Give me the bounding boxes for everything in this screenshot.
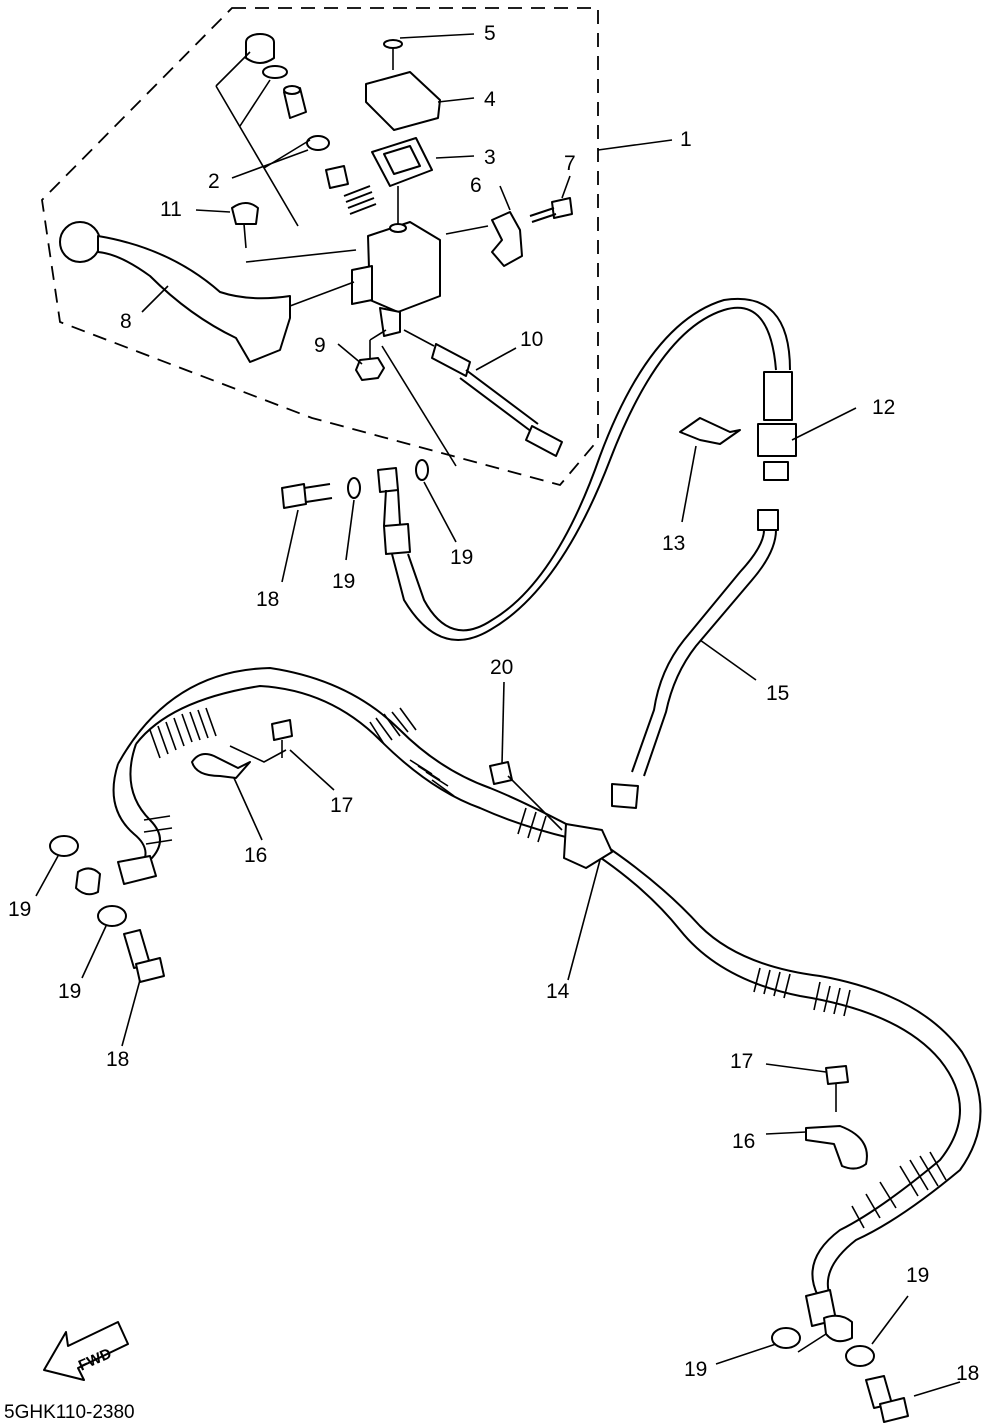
washer-lower-left-1 — [49, 835, 79, 857]
banjo-bolt-upper — [281, 483, 333, 509]
callout-1: 1 — [680, 128, 692, 151]
callout-11: 11 — [160, 198, 182, 221]
upper-brake-hose — [391, 306, 777, 641]
callout-15: 15 — [766, 682, 789, 705]
callout-18-lower-left: 18 — [106, 1048, 129, 1071]
main-brake-hose — [135, 684, 961, 1297]
hose-sleeves — [143, 707, 947, 1229]
callout-17-left: 17 — [330, 794, 353, 817]
bolt-7 — [529, 197, 573, 223]
bolt-17-left — [271, 719, 293, 758]
callout-5: 5 — [484, 22, 496, 45]
master-cylinder-body — [351, 186, 441, 337]
callout-2: 2 — [208, 170, 220, 193]
bolt-17-right — [825, 1065, 849, 1112]
callout-19-upper-right: 19 — [450, 546, 473, 569]
brake-lever — [59, 221, 355, 363]
callout-18-lower-right: 18 — [956, 1362, 979, 1385]
piston-kit — [215, 33, 377, 227]
bolt-20 — [489, 761, 563, 831]
callout-16-right: 16 — [732, 1130, 755, 1153]
callout-13: 13 — [662, 532, 685, 555]
callout-12: 12 — [872, 396, 895, 419]
banjo-bolt-lower-left — [123, 929, 165, 983]
drawing-code: 5GHK110-2380 — [4, 1402, 135, 1423]
callout-14: 14 — [546, 980, 570, 1003]
clip-16-left — [191, 753, 251, 779]
lower-left-fitting — [75, 855, 157, 896]
washer-lower-right-2 — [845, 1345, 875, 1367]
washer-upper-right — [415, 459, 429, 481]
callout-19-lower-right-1: 19 — [684, 1358, 707, 1381]
washer-lower-right-1 — [771, 1327, 801, 1349]
nut-9 — [355, 357, 385, 381]
callout-3: 3 — [484, 146, 496, 169]
leader-lines — [35, 33, 961, 1397]
callout-19-upper-left: 19 — [332, 570, 355, 593]
fwd-arrow: FWD — [43, 1321, 129, 1381]
callout-8: 8 — [120, 310, 132, 333]
brake-pipe — [611, 509, 779, 809]
clip-16-right — [805, 1125, 868, 1170]
upper-hose-fitting — [377, 467, 411, 555]
callout-7: 7 — [564, 152, 576, 175]
clip-13 — [679, 417, 741, 445]
assembly-boundary — [41, 7, 599, 487]
callout-16-left: 16 — [244, 844, 267, 867]
callout-19-lower-right-2: 19 — [906, 1264, 929, 1287]
diaphragm — [371, 137, 433, 187]
callout-10: 10 — [520, 328, 543, 351]
callout-20: 20 — [490, 656, 513, 679]
brake-switch — [403, 329, 563, 457]
callout-18-upper: 18 — [256, 588, 279, 611]
reservoir-cap — [365, 71, 441, 131]
callout-19-lower-left-1: 19 — [8, 898, 31, 921]
lower-right-fitting — [797, 1289, 853, 1353]
holder-bracket — [491, 211, 523, 267]
banjo-bolt-lower-right — [865, 1375, 909, 1423]
hose-joint-block — [563, 823, 613, 869]
washer-upper-left — [347, 477, 361, 499]
washer-lower-left-2 — [97, 905, 127, 927]
callout-6: 6 — [470, 174, 482, 197]
hose-joint-12 — [757, 371, 797, 481]
callout-4: 4 — [484, 88, 496, 111]
leader-body-bracket — [445, 225, 489, 235]
screw-5 — [383, 39, 403, 70]
callout-9: 9 — [314, 334, 326, 357]
bolt-11 — [231, 202, 357, 263]
callout-19-lower-left-2: 19 — [58, 980, 81, 1003]
callout-17-right: 17 — [730, 1050, 753, 1073]
